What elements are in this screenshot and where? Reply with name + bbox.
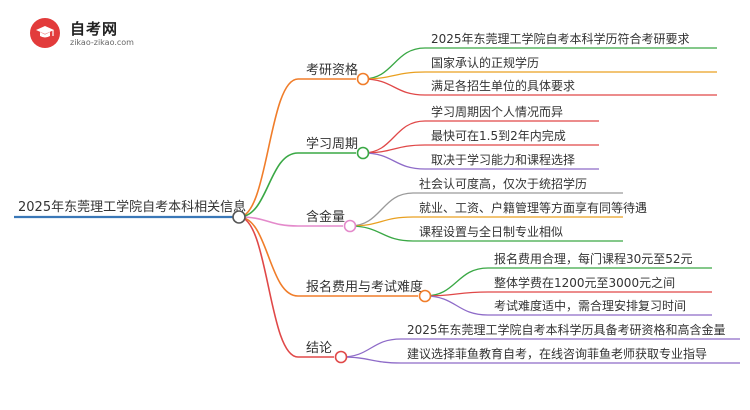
child-connector-1-3 [362,78,426,96]
graduation-cap-icon [30,18,60,48]
site-logo[interactable]: 自考网 zikao-zikao.com [30,14,150,54]
branch-node-2 [356,146,370,160]
child-connector-2-3 [362,152,426,170]
branch-node-5 [334,350,348,364]
child-connector-5-1 [340,338,402,358]
root-node [232,210,246,224]
branch-connector-4 [238,216,299,297]
branch-node-1 [356,72,370,86]
branch-label-4: 报名费用与考试难度 [306,279,423,295]
child-label-1-1: 2025年东莞理工学院自考本科学历符合考研要求 [431,31,690,46]
branch-connector-5 [238,216,299,358]
child-label-3-3: 课程设置与全日制专业相似 [419,224,563,239]
root-label: 2025年东莞理工学院自考本科相关信息 [18,199,246,215]
logo-subtitle: zikao-zikao.com [70,38,134,47]
branch-connector-3 [238,216,299,227]
child-label-2-2: 最快可在1.5到2年内完成 [431,128,566,143]
child-label-4-1: 报名费用合理，每门课程30元至52元 [494,251,693,266]
branch-node-3 [343,219,357,233]
child-connector-1-1 [362,47,426,80]
logo-title: 自考网 [70,20,119,38]
child-label-5-2: 建议选择菲鱼教育自考，在线咨询菲鱼老师获取专业指导 [407,346,707,361]
branch-label-5: 结论 [306,341,332,356]
child-label-2-1: 学习周期因个人情况而异 [431,104,563,119]
child-label-4-2: 整体学费在1200元至3000元之间 [494,275,675,290]
branch-connector-1 [238,78,299,218]
branch-label-2: 学习周期 [306,136,358,152]
child-label-3-1: 社会认可度高，仅次于统招学历 [419,176,587,191]
child-connector-2-1 [362,120,426,154]
branch-label-1: 考研资格 [306,62,358,78]
child-connector-4-3 [424,295,489,316]
child-label-4-3: 考试难度适中，需合理安排复习时间 [494,298,686,313]
child-label-1-3: 满足各招生单位的具体要求 [431,78,575,93]
branch-node-4 [418,289,432,303]
child-connector-3-3 [349,225,414,242]
branch-label-3: 含金量 [306,209,345,225]
child-label-5-1: 2025年东莞理工学院自考本科学历具备考研资格和高含金量 [407,322,726,337]
branch-connector-2 [238,152,299,218]
child-label-1-2: 国家承认的正规学历 [431,55,539,70]
child-label-2-3: 取决于学习能力和课程选择 [431,152,575,167]
child-connector-4-2 [424,291,489,297]
child-connector-5-2 [340,356,402,364]
child-label-3-2: 就业、工资、户籍管理等方面享有同等待遇 [419,200,647,215]
